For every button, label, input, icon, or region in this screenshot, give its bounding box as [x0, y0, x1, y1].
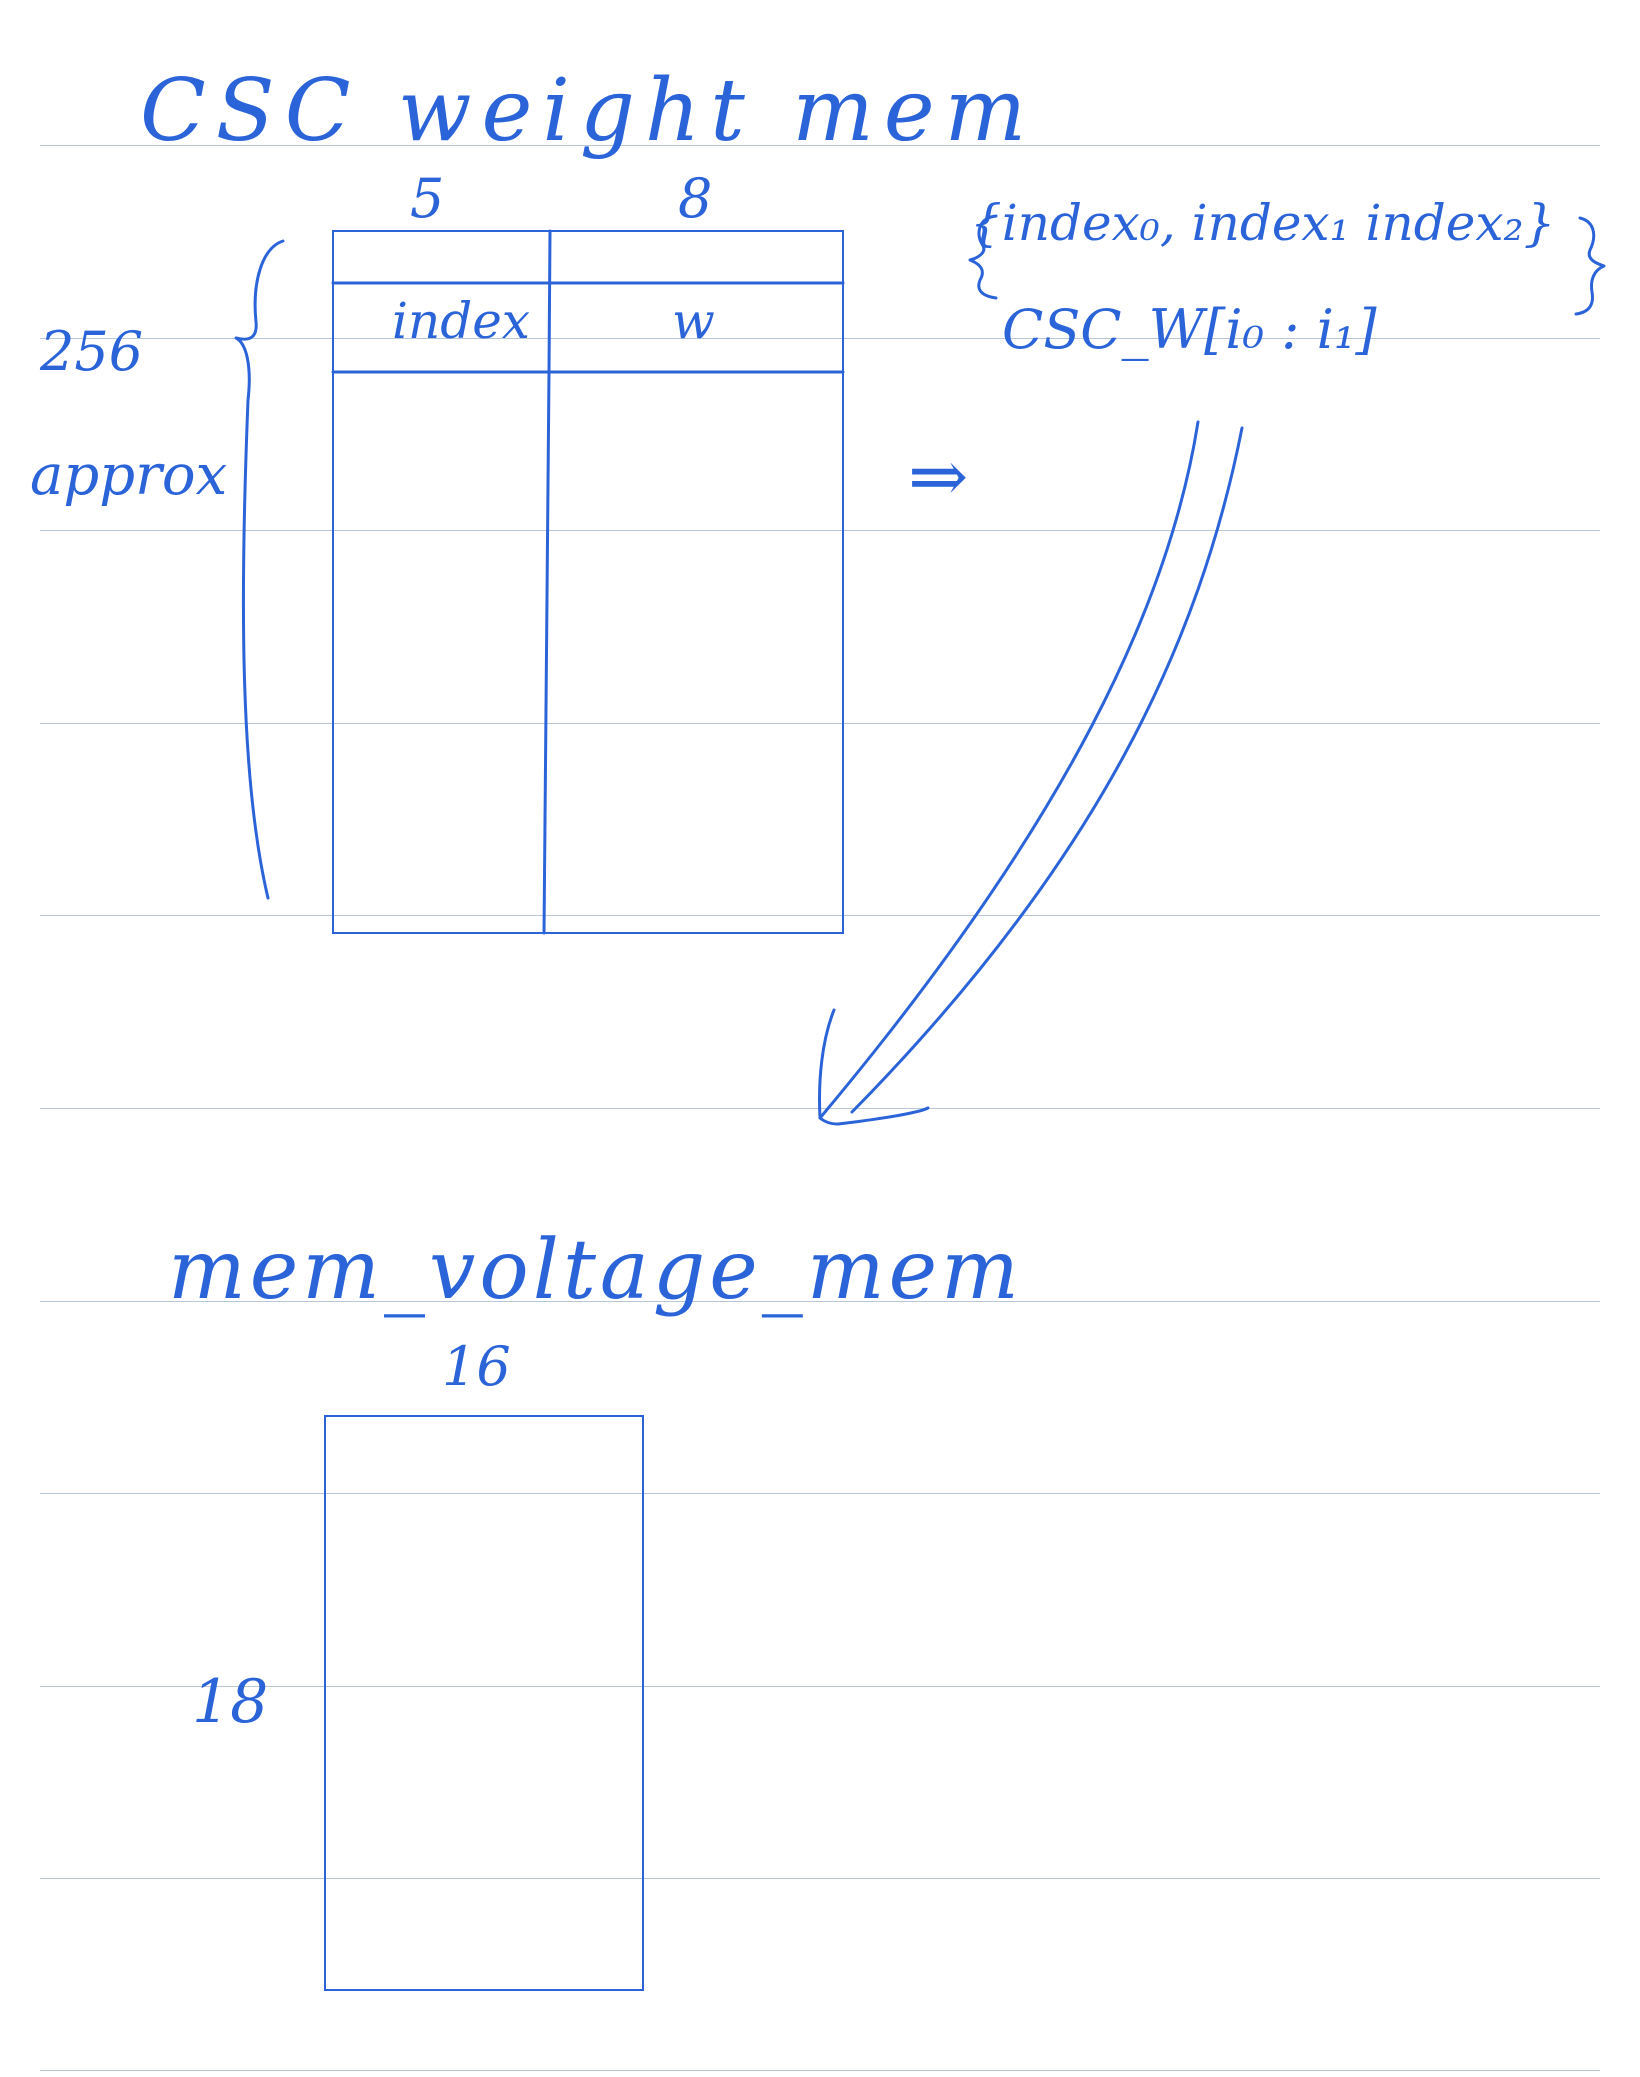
- ruled-line: [40, 2070, 1600, 2071]
- ruled-line: [40, 1301, 1600, 1302]
- implies-arrow-icon: ⇒: [908, 434, 969, 518]
- ruled-line: [40, 530, 1600, 531]
- voltage-mem-depth: 18: [192, 1667, 269, 1737]
- index-set-annotation: {index₀, index₁ index₂}: [970, 194, 1556, 252]
- ruled-line: [40, 338, 1600, 339]
- ruled-line: [40, 145, 1600, 146]
- csc-slice-annotation: CSC_W[i₀ : i₁]: [1002, 298, 1377, 361]
- depth-brace-icon: [234, 239, 285, 900]
- index-column-width: 5: [410, 167, 445, 230]
- weight-mem-depth-note: approx: [30, 443, 228, 508]
- ruled-line: [40, 1493, 1600, 1494]
- ruled-line: [40, 915, 1600, 916]
- w-column-width: 8: [678, 167, 713, 230]
- voltage-mem-title: mem_voltage_mem: [168, 1223, 1023, 1318]
- voltage-memory-block: [324, 1415, 644, 1991]
- set-brace-right-icon: [1574, 216, 1606, 316]
- weight-mem-title: CSC weight mem: [140, 61, 1037, 161]
- table-column-divider: [542, 229, 552, 935]
- voltage-mem-width: 16: [442, 1335, 511, 1398]
- curved-arrow-icon: [818, 420, 1244, 1126]
- weight-mem-depth: 256: [40, 320, 144, 383]
- weight-memory-table: [332, 230, 844, 934]
- index-column-label: index: [392, 292, 530, 350]
- set-brace-left-icon: [968, 214, 998, 300]
- w-column-label: w: [672, 292, 715, 350]
- ruled-line: [40, 723, 1600, 724]
- ruled-line: [40, 1878, 1600, 1879]
- ruled-line: [40, 1686, 1600, 1687]
